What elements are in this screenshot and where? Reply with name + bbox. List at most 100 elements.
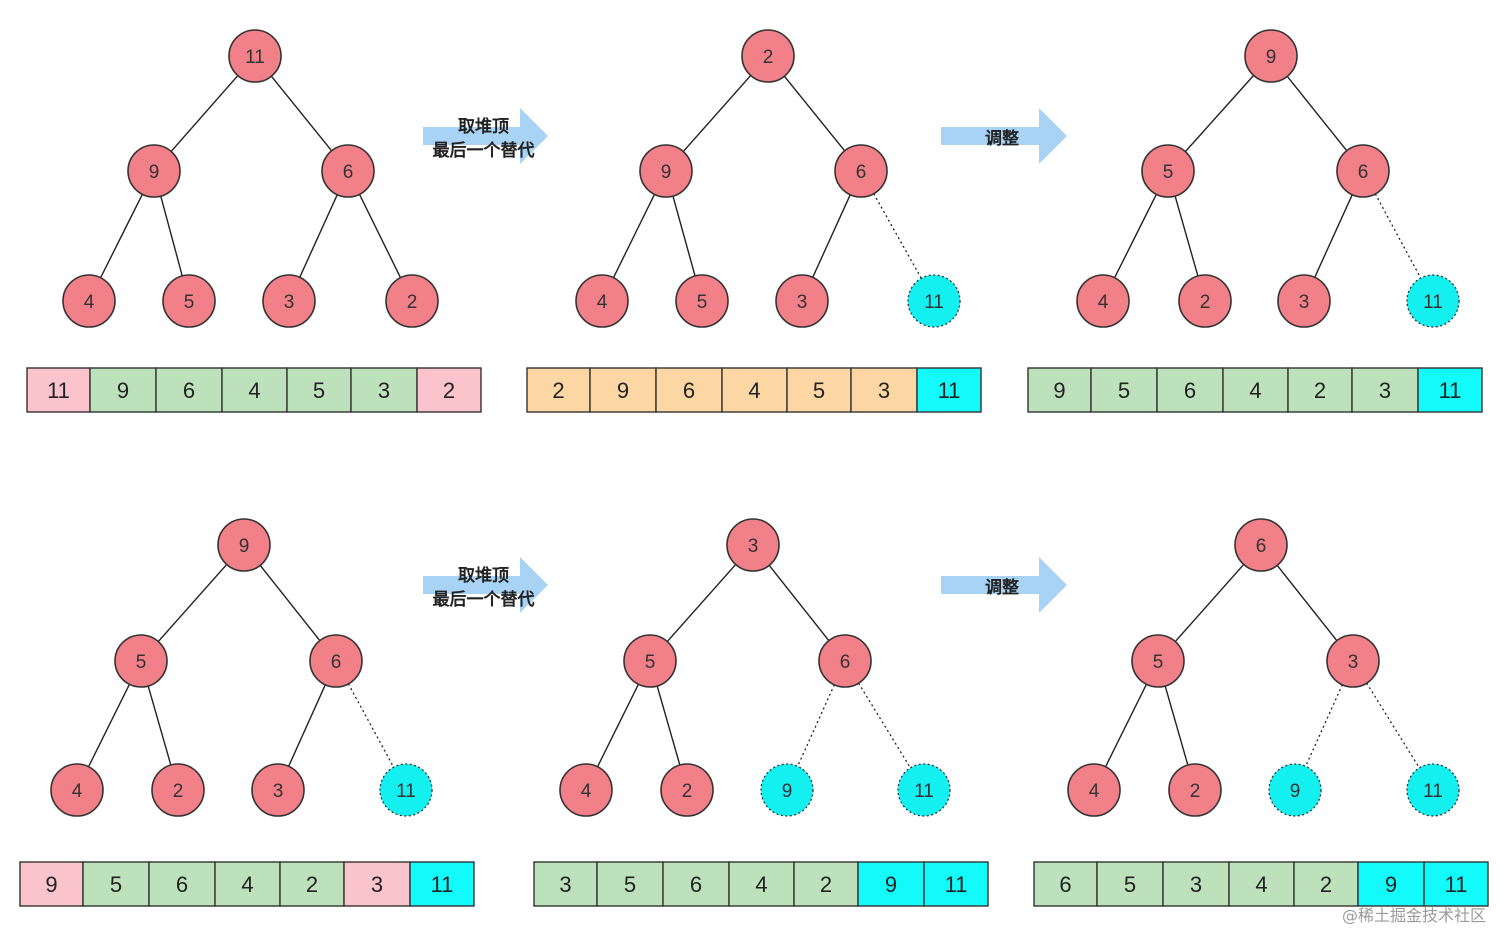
cell-value: 11: [1439, 378, 1462, 403]
array-cell: 6: [155, 367, 223, 413]
heap-node: 9: [1244, 29, 1298, 83]
cell-box: [343, 861, 411, 907]
cell-value: 3: [559, 872, 571, 897]
node-value: 6: [331, 652, 342, 673]
node-value: 2: [173, 781, 184, 802]
heap-node: 4: [1067, 763, 1121, 817]
tree-edge: [612, 194, 656, 278]
array-cell: 11: [1423, 861, 1489, 907]
cell-box: [214, 861, 281, 907]
node-value: 3: [797, 292, 808, 313]
sorted-node: 11: [1406, 763, 1460, 817]
node-circle: [1336, 144, 1390, 198]
node-circle: [897, 763, 951, 817]
cell-value: 6: [176, 872, 188, 897]
cell-value: 11: [1445, 872, 1468, 897]
array-cell: 5: [82, 861, 150, 907]
dotted-edge: [873, 193, 922, 279]
cell-value: 9: [45, 872, 57, 897]
cell-value: 9: [1385, 872, 1397, 897]
array-cell: 6: [1156, 367, 1224, 413]
heap-node: 9: [217, 518, 271, 572]
node-circle: [1067, 763, 1121, 817]
node-value: 5: [1153, 652, 1164, 673]
array-cell: 5: [596, 861, 664, 907]
cell-value: 4: [241, 872, 253, 897]
cell-value: 2: [443, 378, 455, 403]
array-cell: 5: [286, 367, 352, 413]
node-value: 9: [1266, 47, 1277, 68]
node-circle: [321, 144, 375, 198]
cell-box: [1156, 367, 1224, 413]
heap-node: 11: [228, 29, 282, 83]
heap-node: 5: [675, 274, 729, 328]
cell-box: [857, 861, 925, 907]
tree-edge: [656, 685, 681, 766]
cell-box: [1357, 861, 1425, 907]
node-circle: [639, 144, 693, 198]
arrow-label: 最后一个替代: [433, 140, 535, 161]
heap-node: 2: [385, 274, 439, 328]
cell-value: 3: [378, 378, 390, 403]
node-circle: [379, 763, 433, 817]
node-circle: [1244, 29, 1298, 83]
cell-box: [526, 367, 591, 413]
arrow-label: 调整: [985, 128, 1019, 149]
dotted-edge: [1374, 193, 1422, 279]
node-value: 6: [856, 162, 867, 183]
heap-node: 3: [726, 518, 780, 572]
cell-value: 9: [1053, 378, 1065, 403]
cell-value: 4: [1249, 378, 1261, 403]
tree-edge: [157, 563, 228, 643]
node-value: 2: [682, 781, 693, 802]
node-circle: [675, 274, 729, 328]
sorted-node: 9: [1268, 763, 1322, 817]
node-value: 3: [1348, 652, 1359, 673]
node-circle: [1131, 634, 1185, 688]
cell-box: [786, 367, 852, 413]
heap-node: 2: [741, 29, 795, 83]
cell-box: [286, 367, 352, 413]
array-cell: 5: [786, 367, 852, 413]
array-cell: 5: [1090, 367, 1158, 413]
node-value: 11: [1423, 781, 1443, 802]
array-cell: 9: [89, 367, 157, 413]
node-circle: [217, 518, 271, 572]
dotted-edge: [858, 682, 911, 769]
array-cell: 4: [728, 861, 795, 907]
node-value: 11: [1423, 292, 1443, 313]
heap-node: 3: [251, 763, 305, 817]
node-value: 2: [763, 47, 774, 68]
tree-edge: [783, 75, 846, 152]
array-cell: 3: [1351, 367, 1419, 413]
cell-box: [655, 367, 723, 413]
cell-value: 2: [552, 378, 564, 403]
array-cell: 11: [1417, 367, 1483, 413]
node-circle: [1178, 274, 1232, 328]
cell-value: 4: [1255, 872, 1267, 897]
heap-node: 6: [1336, 144, 1390, 198]
tree-edge: [288, 684, 326, 767]
cell-value: 3: [878, 378, 890, 403]
cell-box: [1096, 861, 1164, 907]
cell-box: [409, 861, 475, 907]
cell-box: [221, 367, 288, 413]
cell-box: [662, 861, 730, 907]
node-circle: [760, 763, 814, 817]
array-cell: 6: [148, 861, 216, 907]
node-value: 3: [1299, 292, 1310, 313]
array-cell: 11: [923, 861, 989, 907]
array-cell: 6: [655, 367, 723, 413]
node-circle: [50, 763, 104, 817]
heap-node: 5: [1131, 634, 1185, 688]
array-cell: 2: [1293, 861, 1359, 907]
cell-box: [923, 861, 989, 907]
node-value: 3: [748, 536, 759, 557]
arrow-shape: [941, 557, 1067, 613]
array-cell: 4: [1228, 861, 1295, 907]
array-cell: 4: [214, 861, 281, 907]
node-circle: [559, 763, 613, 817]
cell-box: [1033, 861, 1098, 907]
heap-node: 3: [1326, 634, 1380, 688]
